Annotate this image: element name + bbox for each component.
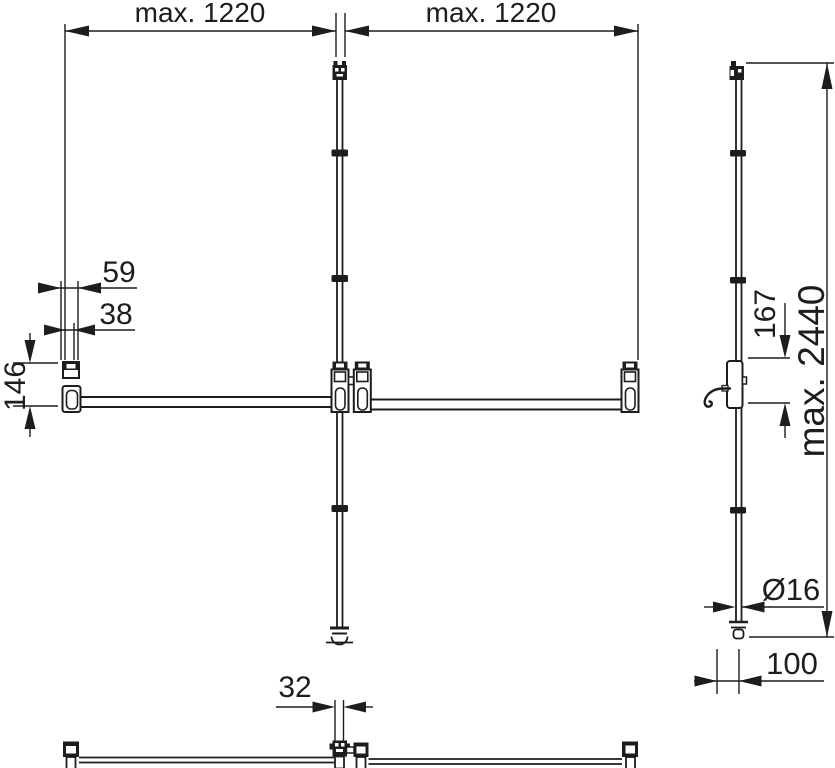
center-gap-lines	[335, 13, 346, 57]
rod-connector-middle	[331, 275, 348, 282]
push-bar-right	[368, 398, 623, 411]
dimension-2440: max. 2440	[746, 62, 834, 638]
push-bar-left	[79, 396, 334, 408]
plan-view: 32	[63, 671, 638, 768]
dim-label-2440: max. 2440	[791, 285, 832, 458]
dimension-167: 167	[748, 289, 791, 438]
rod-top-fitting	[332, 61, 347, 80]
panic-lever	[703, 387, 732, 408]
dim-label-span-right: max. 1220	[426, 0, 557, 28]
dimension-span-right: max. 1220	[345, 0, 639, 360]
dimension-100: 100	[694, 646, 824, 694]
dim-label-32: 32	[278, 671, 311, 704]
rod-connector-lower	[331, 505, 348, 512]
side-view: 167 max. 2440 Ø16 100	[694, 61, 834, 694]
side-rod-connector-upper	[730, 150, 746, 157]
center-bracket-right	[352, 361, 372, 413]
dimension-38: 38	[44, 298, 135, 360]
dim-label-diameter: Ø16	[762, 572, 821, 607]
dimension-32: 32	[276, 671, 373, 741]
vertical-rod	[336, 80, 344, 627]
end-bracket-right	[620, 361, 640, 413]
dim-label-146: 146	[0, 361, 32, 411]
side-rod-connector-lower	[730, 507, 746, 514]
dim-label-38: 38	[99, 298, 132, 331]
side-rod-top-fitting	[729, 61, 744, 80]
side-rod	[735, 80, 743, 622]
dim-label-100: 100	[766, 646, 818, 681]
plan-center-fitting-left	[329, 740, 350, 768]
dimension-diameter-16: Ø16	[704, 572, 824, 613]
plan-bar-left	[79, 756, 334, 764]
center-bracket-left	[330, 361, 350, 413]
plan-center-fitting-right	[353, 742, 369, 768]
dim-label-167: 167	[749, 289, 782, 339]
dim-label-59: 59	[102, 256, 135, 289]
end-bracket-left	[61, 361, 82, 413]
dimension-146: 146	[0, 333, 58, 437]
plan-end-bracket-right	[622, 741, 638, 768]
rod-connector-upper	[331, 149, 348, 157]
plan-end-bracket-left	[63, 741, 79, 768]
side-rod-connector-middle	[730, 277, 746, 284]
front-view: max. 1220 max. 1220 59	[0, 0, 640, 646]
plan-bar-right	[368, 758, 622, 765]
rod-bottom-guide	[326, 626, 353, 646]
dimension-span-left: max. 1220	[64, 0, 336, 360]
side-rod-bottom-end	[729, 620, 748, 640]
dim-label-span-left: max. 1220	[135, 0, 266, 28]
side-lock-housing	[703, 360, 748, 409]
plan-center-link	[345, 746, 355, 754]
dimension-59: 59	[38, 256, 137, 360]
